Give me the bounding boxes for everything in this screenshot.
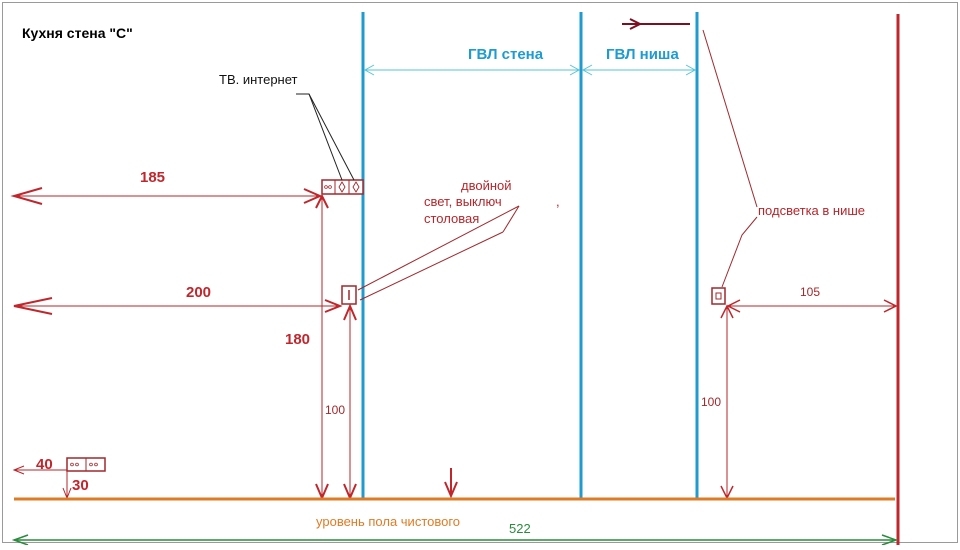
double-light-leaders [357, 205, 520, 301]
dim-40-label: 40 [36, 456, 53, 473]
double-light-switch-icon [341, 285, 357, 305]
gvl-wall-label: ГВЛ стена [468, 46, 544, 63]
dim-185-label: 185 [140, 169, 165, 186]
low-socket-icon [66, 457, 106, 472]
total-width-label: 522 [509, 521, 531, 536]
double-light-label-line3: столовая [424, 211, 479, 226]
niche-light-label: подсветка в нише [758, 203, 865, 218]
dim-105-label: 105 [800, 285, 820, 299]
top-direction-arrow-icon [622, 18, 690, 30]
dim-30-line [62, 471, 72, 500]
dim-180-label: 180 [285, 331, 310, 348]
gvl-dimension-lines [363, 64, 697, 76]
double-light-label-line1: двойной [461, 178, 512, 193]
dim-105-arrowheads-icon [726, 299, 898, 313]
dim-100-left-label: 100 [325, 403, 345, 417]
dim-200-arrowheads-icon [13, 297, 343, 315]
dim-40-line [12, 465, 67, 475]
frame-border [2, 2, 958, 543]
floor-center-arrow-icon [444, 468, 458, 499]
total-width-line [11, 534, 899, 546]
gvl-niche-label: ГВЛ ниша [606, 46, 679, 63]
dim-185-arrowheads-icon [10, 187, 323, 205]
double-light-comma: , [556, 194, 560, 209]
dim-100-right-label: 100 [701, 395, 721, 409]
tv-internet-socket-icon [321, 179, 364, 195]
dim-200-label: 200 [186, 284, 211, 301]
niche-light-leaders [702, 29, 758, 288]
floor-level-label: уровень пола чистового [316, 514, 460, 529]
dim-30-label: 30 [72, 477, 89, 494]
double-light-label-line2: свет, выключ [424, 194, 502, 209]
tv-internet-leaders [296, 93, 355, 181]
diagram-title: Кухня стена "С" [22, 25, 133, 41]
tv-internet-label: ТВ. интернет [219, 72, 298, 87]
niche-light-switch-icon [711, 287, 726, 305]
